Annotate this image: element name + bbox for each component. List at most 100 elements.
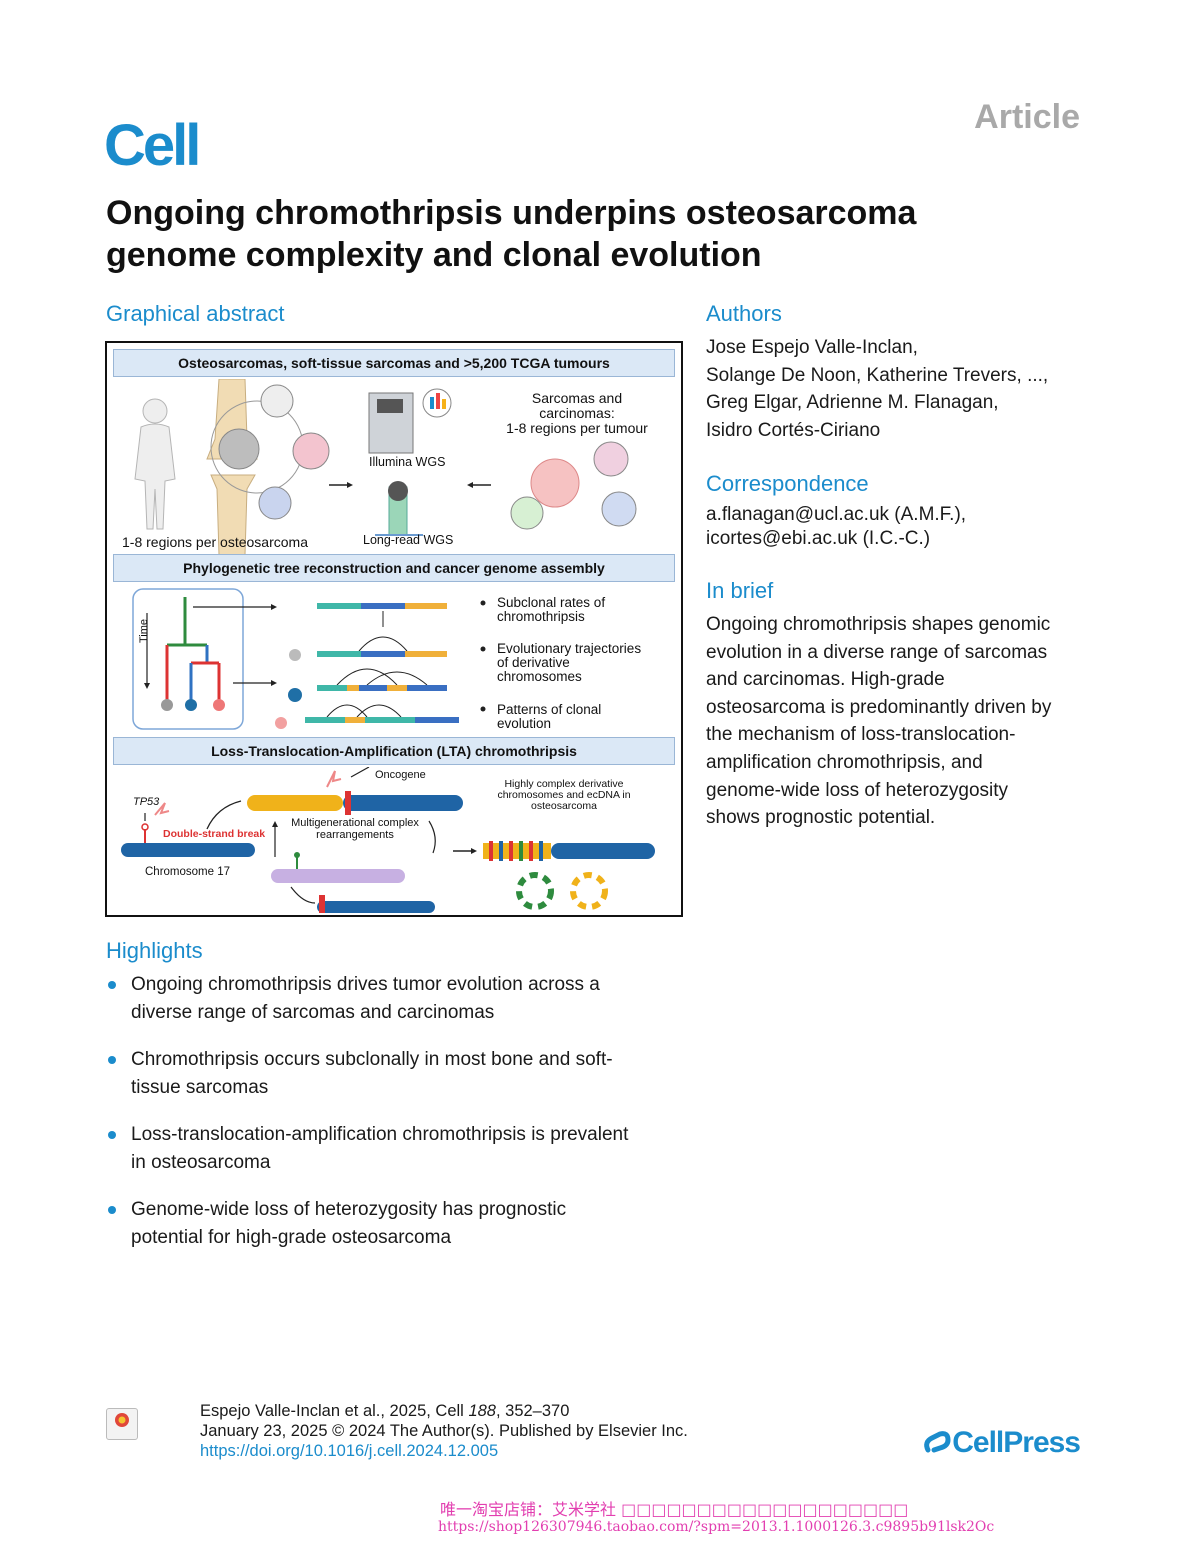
time-axis-label: Time bbox=[138, 618, 150, 643]
ecdna-circle-icon bbox=[570, 872, 608, 910]
panel3-illustration bbox=[121, 767, 655, 913]
bullet-dot-icon bbox=[108, 1131, 116, 1139]
complex-line: Highly complex derivative bbox=[504, 778, 624, 790]
watermark-line-2[interactable]: https://shop126307946.taobao.com/?spm=20… bbox=[438, 1519, 995, 1535]
translocated-chromosome-icon bbox=[247, 795, 343, 811]
in-brief-line: evolution in a diverse range of sarcomas bbox=[706, 641, 1048, 663]
bullet-line: Evolutionary trajectories bbox=[497, 641, 642, 656]
highlight-line: potential for high-grade osteosarcoma bbox=[131, 1226, 452, 1248]
bullet-line: chromothripsis bbox=[497, 609, 585, 624]
in-brief-line: and carcinomas. High-grade bbox=[706, 669, 945, 691]
citation-pages: , 352–370 bbox=[495, 1402, 570, 1420]
illumina-label: Illumina WGS bbox=[369, 455, 446, 469]
multigenerational-label: Multigenerational complex rearrangements bbox=[285, 817, 425, 841]
title-line-2: genome complexity and clonal evolution bbox=[106, 236, 762, 274]
in-brief-line: genome-wide loss of heterozygosity bbox=[706, 779, 1009, 801]
bullet-line: Subclonal rates of bbox=[497, 595, 606, 610]
title-line-1: Ongoing chromothripsis underpins osteosa… bbox=[106, 194, 917, 232]
in-brief-line: the mechanism of loss-translocation- bbox=[706, 724, 1016, 746]
citation-footer: Espejo Valle-Inclan et al., 2025, Cell 1… bbox=[200, 1401, 688, 1461]
authors-heading: Authors bbox=[706, 301, 782, 326]
multigen-line: Multigenerational complex bbox=[291, 817, 419, 829]
bullet-line: Patterns of clonal bbox=[497, 702, 602, 717]
panel3-title: Loss-Translocation-Amplification (LTA) c… bbox=[113, 737, 675, 765]
bullet-line: of derivative bbox=[497, 655, 570, 670]
bullet-line: chromosomes bbox=[497, 669, 582, 684]
bullet-evolutionary-trajectories: Evolutionary trajectories of derivative … bbox=[497, 642, 641, 684]
bullet-dot-icon bbox=[108, 1206, 116, 1214]
sarc-line: 1-8 regions per tumour bbox=[506, 420, 648, 436]
clone-cell-icon bbox=[289, 649, 301, 661]
citation-volume: 188 bbox=[468, 1402, 496, 1420]
highlight-item: Chromothripsis occurs subclonally in mos… bbox=[106, 1046, 686, 1101]
complex-line: osteosarcoma bbox=[531, 800, 597, 812]
author-line: Jose Espejo Valle-Inclan, bbox=[706, 337, 918, 358]
highlights-heading: Highlights bbox=[106, 938, 203, 963]
highlight-item: Ongoing chromothripsis drives tumor evol… bbox=[106, 971, 686, 1026]
region-sample-icon bbox=[292, 432, 330, 470]
lightning-bolt-icon bbox=[154, 802, 170, 816]
region-sample-icon bbox=[593, 441, 629, 477]
in-brief-line: osteosarcoma is predominantly driven by bbox=[706, 696, 1052, 718]
panel2-title: Phylogenetic tree reconstruction and can… bbox=[113, 554, 675, 582]
bullet-dot-icon bbox=[108, 981, 116, 989]
illumina-sequencer-icon bbox=[368, 388, 452, 454]
bullet-clonal-evolution: Patterns of clonal evolution bbox=[497, 703, 601, 731]
highlight-line: Loss-translocation-amplification chromot… bbox=[131, 1124, 629, 1145]
child-figure-icon bbox=[134, 398, 176, 530]
article-type-label: Article bbox=[974, 98, 1080, 136]
panel2-illustration bbox=[132, 588, 486, 730]
cellpress-logo: CellPress bbox=[922, 1426, 1081, 1460]
cellpress-wordmark: CellPress bbox=[952, 1426, 1081, 1459]
sarc-line: carcinomas: bbox=[539, 405, 615, 421]
correspondence-heading: Correspondence bbox=[706, 471, 869, 496]
in-brief-line: amplification chromothripsis, and bbox=[706, 751, 983, 773]
region-sample-icon bbox=[258, 486, 292, 520]
highlight-line: diverse range of sarcomas and carcinomas bbox=[131, 1001, 495, 1023]
chromosome-17-label: Chromosome 17 bbox=[145, 866, 231, 878]
authors-list: Jose Espejo Valle-Inclan, Solange De Noo… bbox=[706, 334, 1048, 444]
in-brief-line: Ongoing chromothripsis shapes genomic bbox=[706, 614, 1051, 635]
watermark-line-1: 唯一淘宝店铺：艾米学社 □□□□□□□□□□□□□□□□□□□ bbox=[440, 1500, 909, 1519]
check-for-updates-icon[interactable] bbox=[106, 1408, 138, 1440]
publication-date-line: January 23, 2025 © 2024 The Author(s). P… bbox=[200, 1422, 688, 1440]
highlight-line: Chromothripsis occurs subclonally in mos… bbox=[131, 1049, 613, 1070]
article-title: Ongoing chromothripsis underpins osteosa… bbox=[106, 192, 1106, 276]
bullet-dot-icon bbox=[108, 1056, 116, 1064]
highlight-line: tissue sarcomas bbox=[131, 1076, 269, 1098]
clone-cell-icon bbox=[275, 717, 287, 729]
osteosarcoma-tumour-icon bbox=[218, 428, 260, 470]
complex-derivative-label: Highly complex derivative chromosomes an… bbox=[481, 779, 647, 812]
author-line: Solange De Noon, Katherine Trevers, ..., bbox=[706, 364, 1049, 386]
graphical-abstract-heading: Graphical abstract bbox=[106, 301, 285, 326]
email-flanagan[interactable]: a.flanagan@ucl.ac.uk (A.M.F.), bbox=[706, 504, 967, 525]
long-read-label: Long-read WGS bbox=[363, 533, 454, 547]
multigen-line: rearrangements bbox=[316, 829, 394, 841]
email-cortes[interactable]: icortes@ebi.ac.uk (I.C.-C.) bbox=[706, 528, 931, 549]
doi-link[interactable]: https://doi.org/10.1016/j.cell.2024.12.0… bbox=[200, 1442, 499, 1460]
author-line: Isidro Cortés-Ciriano bbox=[706, 419, 881, 441]
phylogenetic-tree-box bbox=[132, 588, 244, 730]
author-line: Greg Elgar, Adrienne M. Flanagan, bbox=[706, 392, 999, 414]
correspondence-emails: a.flanagan@ucl.ac.uk (A.M.F.), icortes@e… bbox=[706, 503, 966, 551]
citation-line: Espejo Valle-Inclan et al., 2025, Cell 1… bbox=[200, 1401, 688, 1421]
region-sample-icon bbox=[510, 496, 544, 530]
region-sample-icon bbox=[601, 491, 637, 527]
highlight-line: in osteosarcoma bbox=[131, 1151, 271, 1173]
sarc-line: Sarcomas and bbox=[531, 390, 623, 406]
tp53-label: TP53 bbox=[133, 796, 160, 808]
graphical-abstract-figure: Osteosarcomas, soft-tissue sarcomas and … bbox=[105, 341, 683, 917]
chromosome-17-icon bbox=[121, 843, 255, 857]
panel1-illustration bbox=[134, 379, 637, 555]
region-sample-icon bbox=[260, 384, 294, 418]
phylogenetic-tree-icon bbox=[165, 597, 221, 701]
rearranged-chromosome-icon bbox=[271, 869, 405, 883]
bullet-subclonal-rates: Subclonal rates of chromothripsis bbox=[497, 596, 605, 624]
cell-journal-logo: Cell bbox=[104, 113, 201, 178]
highlight-line: Genome-wide loss of heterozygosity has p… bbox=[131, 1199, 567, 1220]
oncogene-label: Oncogene bbox=[375, 769, 426, 781]
in-brief-line: shows prognostic potential. bbox=[706, 807, 936, 829]
lightning-bolt-icon bbox=[326, 770, 342, 788]
highlight-item: Loss-translocation-amplification chromot… bbox=[106, 1121, 686, 1176]
bullet-line: evolution bbox=[497, 716, 552, 731]
